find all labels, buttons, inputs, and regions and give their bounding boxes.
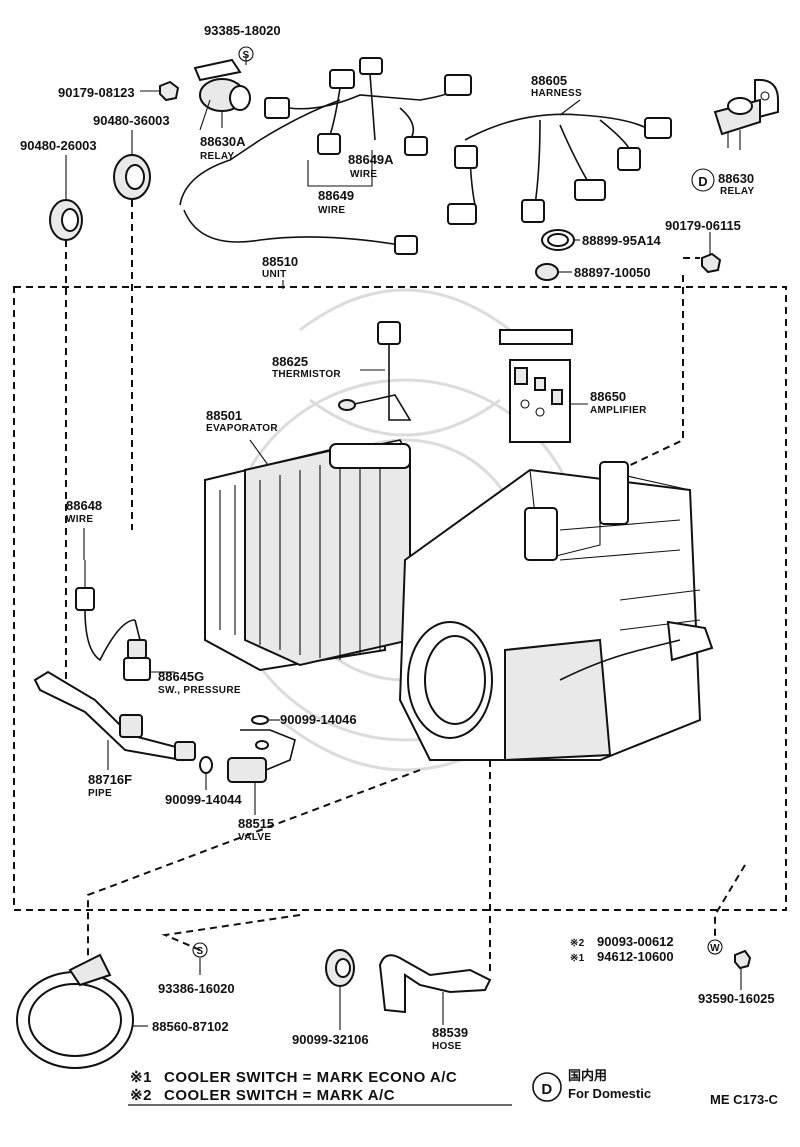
note-text: COOLER SWITCH = MARK A/C — [164, 1087, 395, 1104]
part-number: 88648 — [66, 498, 102, 513]
bolt-93590-16025 — [734, 949, 752, 990]
part-number: 88716F — [88, 772, 132, 787]
marker-s-93386: S — [192, 942, 208, 958]
wire-88648-drawing — [75, 560, 141, 662]
part-number: 88899-95A14 — [582, 233, 662, 248]
legend-japanese: 国内用 — [568, 1068, 607, 1083]
case-ring-88560-87102 — [16, 953, 148, 1069]
note-mark: ※2 — [130, 1087, 152, 1104]
part-name: THERMISTOR — [272, 369, 341, 380]
part-note: ※1 — [570, 953, 585, 964]
marker-s-text: S — [243, 50, 250, 61]
marker-w-text: W — [710, 943, 720, 954]
thermistor-88625-drawing — [338, 321, 412, 421]
part-name: RELAY — [720, 186, 755, 197]
grommet-90099-32106 — [325, 949, 355, 1030]
legend-english: For Domestic — [568, 1086, 651, 1101]
part-name: VALVE — [238, 832, 271, 843]
part-number: 88630A — [200, 134, 246, 149]
relay-88630-drawing — [713, 78, 779, 150]
part-number: 88649A — [348, 152, 394, 167]
valve-88515-drawing — [227, 729, 296, 815]
part-number: 88560-87102 — [152, 1019, 229, 1034]
part-number: 88605 — [531, 73, 567, 88]
part-number: 88510 — [262, 254, 298, 269]
pressure-switch-88645g-drawing — [123, 639, 175, 681]
unit-boundary — [13, 286, 787, 911]
part-number: 88650 — [590, 389, 626, 404]
part-name: AMPLIFIER — [590, 405, 647, 416]
harness-88605-drawing — [447, 113, 672, 225]
marker-d-text: D — [698, 174, 707, 189]
pipe-88716f-drawing — [33, 670, 196, 770]
footer-notes: ※1 COOLER SWITCH = MARK ECONO A/C ※2 COO… — [128, 1069, 512, 1106]
marker-w: W — [707, 939, 723, 955]
part-number: 90099-14044 — [165, 792, 242, 807]
part-number: 90093-00612 — [597, 934, 674, 949]
relay-88630a-drawing — [193, 54, 251, 128]
part-number: 88630 — [718, 171, 754, 186]
part-note: ※2 — [570, 938, 585, 949]
part-name: HARNESS — [531, 88, 582, 99]
part-name: EVAPORATOR — [206, 423, 278, 434]
oring-90099-14046 — [251, 715, 280, 725]
part-number: 90179-06115 — [665, 218, 741, 233]
dashed-connectors — [65, 200, 746, 975]
marker-s-text: S — [197, 946, 204, 957]
note-text: COOLER SWITCH = MARK ECONO A/C — [164, 1069, 457, 1086]
part-number: 93590-16025 — [698, 991, 775, 1006]
part-number: 93385-18020 — [204, 23, 281, 38]
clamp-88899-95a14 — [541, 229, 580, 251]
hose-88539 — [378, 954, 492, 1025]
cap-88897-10050 — [535, 263, 572, 281]
marker-s-93385: S — [238, 46, 254, 62]
part-number: 88539 — [432, 1025, 468, 1040]
part-number: 90099-14046 — [280, 712, 357, 727]
grommet-90480-36003 — [113, 130, 151, 200]
grommet-90480-26003 — [49, 155, 83, 241]
part-name: PIPE — [88, 788, 112, 799]
part-name: SW., PRESSURE — [158, 685, 241, 696]
part-name: UNIT — [262, 269, 287, 280]
nut-90179-06115 — [701, 232, 722, 274]
part-number: 90480-36003 — [93, 113, 170, 128]
part-number: 88625 — [272, 354, 308, 369]
note-mark: ※1 — [130, 1069, 152, 1086]
amplifier-88650-drawing — [499, 329, 588, 443]
part-name: WIRE — [66, 514, 93, 525]
wire-88649-drawing — [179, 57, 472, 255]
part-number: 90099-32106 — [292, 1032, 369, 1047]
part-number: 88501 — [206, 408, 242, 423]
part-number: 93386-16020 — [158, 981, 235, 996]
marker-d-88630: D — [691, 168, 715, 192]
part-name: RELAY — [200, 151, 235, 162]
blower-housing-drawing — [398, 461, 714, 762]
part-number: 94612-10600 — [597, 949, 674, 964]
legend-domestic: D 国内用 For Domestic — [532, 1068, 651, 1102]
part-number: 88645G — [158, 669, 204, 684]
part-number: 88515 — [238, 816, 274, 831]
nut-90179-08123 — [140, 80, 180, 102]
part-name: HOSE — [432, 1041, 462, 1052]
part-number: 88649 — [318, 188, 354, 203]
part-number: 90179-08123 — [58, 85, 135, 100]
oring-90099-14044 — [199, 756, 213, 790]
part-number: 90480-26003 — [20, 138, 97, 153]
figure-code: ME C173-C — [710, 1092, 779, 1107]
part-name: WIRE — [318, 205, 345, 216]
legend-marker: D — [541, 1081, 552, 1098]
part-labels: 93385-18020 90179-08123 88630A RELAY 904… — [20, 23, 775, 1052]
part-name: WIRE — [350, 169, 377, 180]
leader-lines — [83, 99, 581, 560]
part-number: 88897-10050 — [574, 265, 651, 280]
evaporator-88501-drawing — [204, 439, 411, 672]
